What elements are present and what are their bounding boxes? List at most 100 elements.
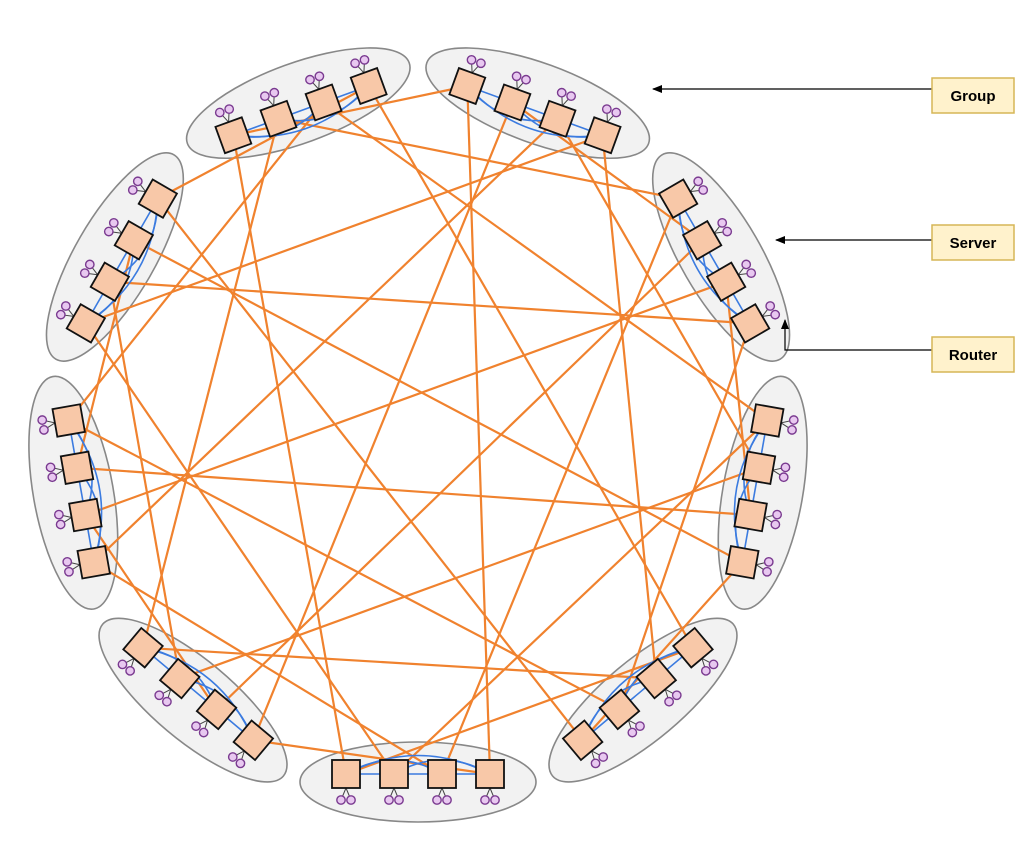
server-node [511,71,522,82]
server-node [198,727,209,738]
server-node [601,104,612,115]
routers-layer [51,66,785,789]
group-ellipse [425,47,651,160]
router-callout: Router [781,319,1015,373]
server-node [466,54,477,65]
group-callout: Group [652,77,1015,114]
server-node [47,472,58,483]
router-node [137,178,179,219]
global-link [556,118,760,469]
server-node [269,87,280,98]
server-node [708,659,719,670]
router-node [59,450,95,486]
router-node [113,219,155,261]
router-node [68,497,103,533]
global-link [142,646,657,680]
server-node [521,74,531,85]
server-node [788,415,799,425]
global-link [367,85,694,649]
router-node [705,261,747,303]
server-node [350,58,360,69]
server-node [154,690,165,701]
router-node [475,759,505,789]
server-node [432,795,442,805]
global-link [84,322,395,775]
server-node [480,795,490,805]
server-node [772,509,783,520]
router-node [259,99,298,138]
group-label: Group [951,88,996,105]
server-node [305,74,315,85]
router-node [538,99,577,138]
server-label: Server [950,235,997,252]
router-node [349,66,388,106]
server-node [746,268,757,279]
server-node [770,519,781,530]
server-node [55,519,66,530]
server-node [161,696,172,707]
server-node [635,721,645,732]
server-node [259,91,270,102]
global-link [618,323,752,710]
server-node [125,665,136,676]
server-node [64,566,74,577]
global-link [133,239,743,564]
router-node [195,688,238,731]
router-node [729,303,771,344]
server-node [336,795,346,805]
global-link [601,135,658,679]
router-node [493,83,532,122]
server-node [45,462,56,473]
server-node [384,795,394,805]
server-node [103,226,114,237]
server-node [698,185,709,195]
global-link [108,281,181,679]
group-ellipse [548,617,738,783]
global-link [179,466,760,680]
server-node [235,758,246,769]
server-node [741,259,752,270]
router-node [635,657,678,700]
legend: Group Server Router [652,77,1015,373]
router-node [583,116,622,155]
router-node [671,626,714,669]
server-node [359,54,370,65]
global-link [252,102,514,741]
global-link [440,198,680,775]
server-node [62,556,73,567]
global-link [322,101,768,422]
group-ellipse [98,617,288,783]
server-node [214,107,225,118]
server-node [79,268,90,279]
server-node [693,176,704,187]
server-callout: Server [775,224,1015,261]
server-node [780,462,791,473]
server-node [346,795,356,805]
router-node [122,626,165,669]
server-node [132,176,143,187]
global-link [345,646,694,776]
server-node [778,472,789,483]
server-node [787,425,797,435]
server-node [84,259,95,270]
global-link [278,117,679,200]
router-node [214,116,253,155]
server-node [37,415,48,425]
server-node [627,727,638,738]
router-node [725,545,760,580]
server-node [191,721,201,732]
server-node [598,752,609,762]
router-node [304,83,343,122]
global-link [93,561,443,775]
server-node [717,217,728,228]
router-node [65,303,107,344]
global-link [232,135,348,775]
server-node [39,425,49,435]
server-node [700,665,711,676]
server-node [763,556,774,567]
router-node [89,261,131,303]
router-node [331,759,361,789]
server-node [611,107,622,118]
server-node [117,659,128,670]
